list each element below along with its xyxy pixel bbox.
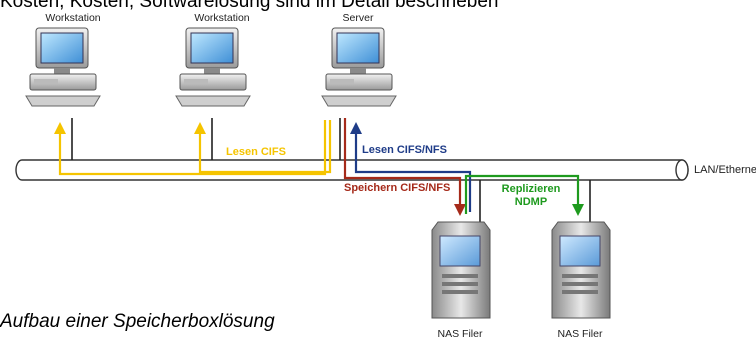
read-cifs-arrow-1 <box>54 122 66 134</box>
nas-filer-1-icon <box>431 221 491 319</box>
nas-filer-1-label: NAS Filer <box>437 328 483 340</box>
server-icon <box>321 27 397 107</box>
replicate-label-line2: NDMP <box>514 196 548 208</box>
store-cifs-nfs-arrow <box>454 204 466 216</box>
header-text: Kosten, Kosten, Softwarelösung sind im D… <box>0 0 499 12</box>
read-cifs-nfs-arrow <box>350 122 362 134</box>
read-cifs-arrow-2 <box>194 122 206 134</box>
lan-ethernet-label: LAN/Ethernet <box>694 164 756 176</box>
workstation-2-icon <box>175 27 251 107</box>
workstation-1-label: Workstation <box>45 12 101 24</box>
flow-store-cifs-nfs <box>343 118 462 206</box>
figure-caption: Aufbau einer Speicherboxlösung <box>0 311 275 332</box>
workstation-2-label: Workstation <box>194 12 250 24</box>
replicate-arrow <box>572 204 584 216</box>
nas-filer-2-label: NAS Filer <box>557 328 603 340</box>
workstation-1-icon <box>25 27 101 107</box>
flow-read-cifs <box>58 120 332 176</box>
read-cifs-label: Lesen CIFS <box>226 146 286 158</box>
nas-filer-2-icon <box>551 221 611 319</box>
server-label: Server <box>342 12 374 24</box>
store-cifs-nfs-label: Speichern CIFS/NFS <box>344 182 451 194</box>
replicate-label-line1: Replizieren <box>501 183 561 195</box>
read-cifs-nfs-label: Lesen CIFS/NFS <box>362 144 447 156</box>
connection-lines <box>71 118 591 225</box>
flow-read-cifs-nfs <box>354 130 472 212</box>
flow-replicate <box>464 174 580 214</box>
